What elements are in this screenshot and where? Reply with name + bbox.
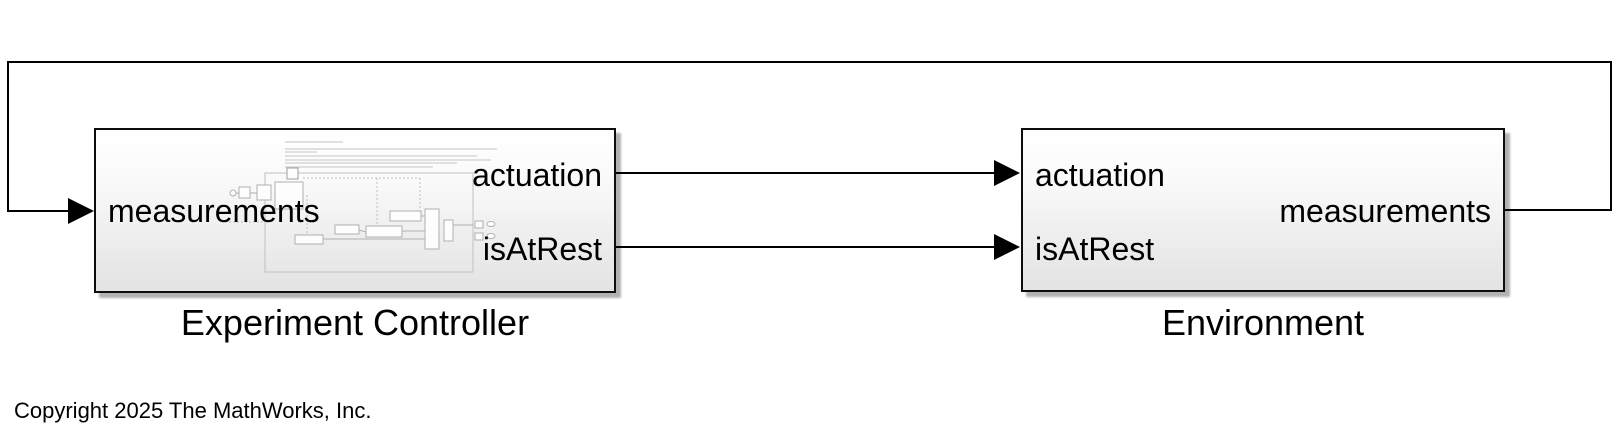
wire-actuation[interactable] <box>616 160 1020 186</box>
outport-label-actuation: actuation <box>472 157 602 193</box>
outport-label-isatrest: isAtRest <box>482 231 602 267</box>
block-environment[interactable]: actuation isAtRest measurements <box>1021 128 1505 292</box>
inport-label-actuation: actuation <box>1035 157 1165 193</box>
arrowhead-measurements-input <box>68 198 94 224</box>
block-experiment-controller[interactable]: measurements actuation isAtRest <box>94 128 616 293</box>
block-name-experiment-controller[interactable]: Experiment Controller <box>180 302 530 343</box>
arrowhead-actuation-input <box>994 160 1020 186</box>
wire-isatrest[interactable] <box>616 234 1020 260</box>
block-name-environment[interactable]: Environment <box>1161 302 1365 343</box>
inport-label-isatrest: isAtRest <box>1035 231 1155 267</box>
inport-label-measurements: measurements <box>108 193 320 229</box>
preview-annotation-text <box>285 141 497 168</box>
outport-label-measurements: measurements <box>1279 193 1491 229</box>
wire-measurements-feedback[interactable] <box>7 61 1612 224</box>
arrowhead-isatrest-input <box>994 234 1020 260</box>
copyright-annotation: Copyright 2025 The MathWorks, Inc. <box>14 398 372 423</box>
